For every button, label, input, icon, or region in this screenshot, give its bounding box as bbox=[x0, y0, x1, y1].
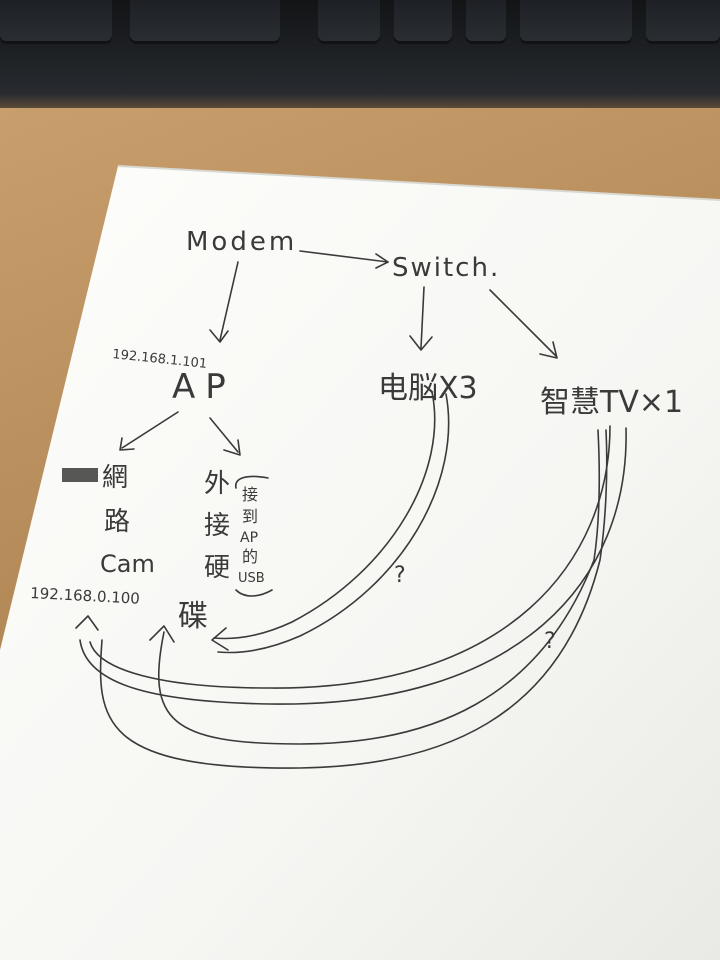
arrowhead bbox=[75, 615, 99, 631]
disk-note-char-3: AP bbox=[240, 530, 258, 546]
paper-sheet bbox=[0, 166, 720, 960]
curve-cam-to-disk-loop bbox=[99, 429, 608, 769]
arrowhead bbox=[149, 625, 175, 643]
net-cam-ip-label: 192.168.0.100 bbox=[30, 584, 141, 608]
arrow-switch-to-computers bbox=[420, 286, 425, 349]
question-mark-2: ? bbox=[544, 629, 556, 654]
curve-computers-to-disk bbox=[217, 393, 450, 654]
computers-label: 电脳X3 bbox=[378, 371, 478, 406]
arrow-modem-to-ap bbox=[219, 261, 239, 341]
net-cam-char-1: 網 bbox=[102, 463, 128, 493]
smart-tv-label: 智慧TV×1 bbox=[540, 385, 683, 420]
switch-label: Switch. bbox=[392, 253, 500, 283]
keyboard-key bbox=[0, 0, 112, 44]
arrowhead bbox=[209, 329, 229, 343]
curve-computers-to-disk bbox=[213, 391, 436, 640]
keyboard-key bbox=[318, 0, 380, 44]
curve-cam-to-disk-loop bbox=[157, 429, 600, 745]
arrowhead bbox=[119, 437, 135, 451]
keyboard-key bbox=[130, 0, 280, 44]
disk-note-char-1: 接 bbox=[242, 485, 258, 504]
keyboard-key bbox=[394, 0, 452, 44]
arrow-ap-to-external-disk bbox=[209, 417, 239, 453]
keyboard bbox=[0, 0, 720, 108]
question-mark-1: ? bbox=[394, 563, 406, 588]
paper-edge bbox=[117, 165, 720, 201]
curve-tv-to-net-cam bbox=[79, 427, 627, 705]
external-disk-char-4: 碟 bbox=[178, 599, 208, 634]
arrow-ap-to-net-cam bbox=[121, 411, 179, 449]
arrowhead bbox=[223, 439, 241, 456]
net-cam-char-2: 路 bbox=[104, 507, 130, 537]
disk-note-char-5: USB bbox=[238, 571, 265, 586]
disk-note-char-4: 的 bbox=[242, 547, 258, 566]
modem-label: Modem bbox=[186, 227, 297, 257]
net-cam-cam-label: Cam bbox=[100, 550, 155, 578]
external-disk-char-1: 外 bbox=[204, 469, 230, 499]
note-bracket-top bbox=[235, 475, 269, 489]
disk-note-char-2: 到 bbox=[242, 507, 258, 526]
ap-label: AP bbox=[172, 367, 236, 407]
keyboard-edge bbox=[0, 94, 720, 108]
external-disk-char-3: 硬 bbox=[204, 553, 230, 583]
arrow-switch-to-smart-tv bbox=[489, 289, 557, 357]
arrowhead bbox=[375, 253, 389, 269]
curve-tv-to-net-cam bbox=[89, 425, 611, 689]
external-disk-char-2: 接 bbox=[204, 511, 230, 541]
arrowhead bbox=[211, 627, 229, 651]
arrowhead bbox=[409, 335, 433, 351]
crossed-out-text bbox=[62, 468, 98, 482]
note-bracket-bottom bbox=[235, 589, 273, 597]
arrow-modem-to-switch bbox=[299, 250, 389, 263]
keyboard-key bbox=[466, 0, 506, 44]
keyboard-key bbox=[520, 0, 632, 44]
keyboard-key bbox=[646, 0, 720, 44]
arrowhead bbox=[539, 341, 558, 359]
